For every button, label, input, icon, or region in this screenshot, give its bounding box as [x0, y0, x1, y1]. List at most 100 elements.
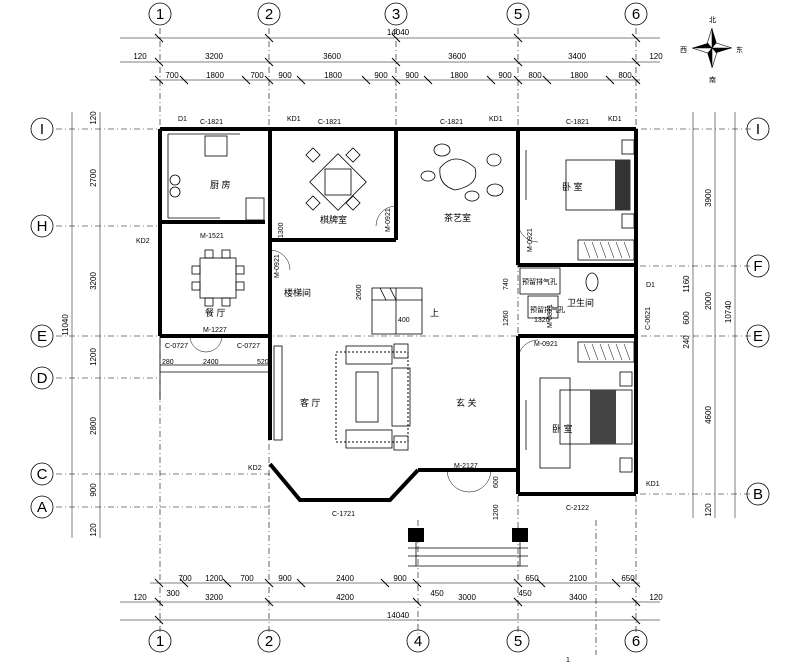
dim-top-fine: 800: [618, 71, 632, 80]
dim-bottom-mid: 3000: [458, 593, 476, 602]
axis-row-C-left: C: [30, 462, 54, 486]
window-label: C-1821: [566, 119, 589, 126]
dim-right-small: 1160: [682, 275, 691, 293]
dim-label: 520: [257, 359, 269, 366]
room-living: 客 厅: [300, 397, 321, 408]
axis-col-2-top: 2: [257, 2, 281, 26]
opening-labels: C-1821 C-1821 C-1821 C-1821 D1 KD1 KD1 K…: [136, 116, 660, 664]
dim-bottom-total: 14040: [387, 611, 410, 620]
room-dining: 餐 厅: [205, 307, 226, 318]
window-label: C-1821: [440, 119, 463, 126]
window-label: C-0727: [165, 343, 188, 350]
svg-text:1: 1: [156, 633, 164, 650]
axis-col-3-top: 3: [384, 2, 408, 26]
dim-left-fine: 900: [89, 483, 98, 497]
svg-text:E: E: [753, 328, 763, 345]
room-tea: 茶艺室: [444, 212, 471, 223]
dim-top-mid: 3200: [205, 52, 223, 61]
axis-row-E-right: E: [746, 324, 770, 348]
dim-bottom-mid: 3400: [569, 593, 587, 602]
axis-col-1-top: 1: [148, 2, 172, 26]
dim-top-fine: 1800: [324, 71, 342, 80]
room-kitchen: 厨 房: [210, 179, 231, 190]
door-label: M-1521: [200, 233, 224, 240]
room-bedroom-1: 卧 室: [562, 181, 583, 192]
dim-left-fine: 120: [89, 523, 98, 537]
door-label: M-0921: [274, 254, 281, 278]
door-label: M-0921: [385, 208, 392, 232]
dim-top-fine: 700: [165, 71, 179, 80]
door-label: M-2127: [454, 463, 478, 470]
dim-bottom-mid: 4200: [336, 593, 354, 602]
dim-bottom-fine: 2400: [336, 574, 354, 583]
svg-text:6: 6: [632, 6, 640, 23]
dim-left-fine: 1200: [89, 348, 98, 366]
walls: [158, 127, 638, 567]
dim-bottom-fine: 900: [278, 574, 292, 583]
axis-row-F-right: F: [746, 254, 770, 278]
dim-right-small: 600: [682, 311, 691, 325]
svg-text:3: 3: [392, 6, 400, 23]
axis-col-5-top: 5: [506, 2, 530, 26]
axis-row-H-left: H: [30, 214, 54, 238]
dim-bottom-mid: 120: [133, 593, 147, 602]
vent-label: 预留排气孔: [530, 305, 565, 314]
svg-text:E: E: [37, 328, 47, 345]
axis-bubbles: 1 2 3 5 6 1 2 4 5 6 I H E D C A I F E B: [30, 2, 770, 653]
axis-row-A-left: A: [30, 495, 54, 519]
window-label: C-2122: [566, 505, 589, 512]
dim-top-fine: 900: [374, 71, 388, 80]
dim-top-mid: 3600: [448, 52, 466, 61]
svg-text:6: 6: [632, 633, 640, 650]
axis-col-5-bottom: 5: [506, 629, 530, 653]
svg-text:1: 1: [156, 6, 164, 23]
svg-text:D: D: [37, 370, 48, 387]
dim-left-total: 11040: [61, 314, 70, 336]
axis-col-1-bottom: 1: [148, 629, 172, 653]
door-label: KD1: [287, 116, 301, 123]
svg-text:5: 5: [514, 633, 522, 650]
dim-top-fine: 900: [405, 71, 419, 80]
door-label: M-0821: [547, 304, 554, 328]
door-label: M-0921: [527, 228, 534, 252]
dim-top-fine: 900: [498, 71, 512, 80]
dim-left-fine: 2800: [89, 417, 98, 435]
dim-bottom-fine: 650: [525, 574, 539, 583]
window-label: C-1821: [200, 119, 223, 126]
room-stair: 楼梯间: [284, 287, 311, 298]
axis-row-E-left: E: [30, 324, 54, 348]
dim-top-mid: 3600: [323, 52, 341, 61]
dim-label: 2600: [356, 284, 363, 300]
door-label: KD1: [646, 481, 660, 488]
stair-up-label: 上: [430, 308, 439, 318]
svg-text:I: I: [756, 121, 760, 138]
room-bedroom-2: 卧 室: [552, 423, 573, 434]
window-label: C-0621: [645, 307, 652, 330]
dim-top-fine: 700: [250, 71, 264, 80]
compass-icon: 北 南 西 东: [680, 16, 743, 84]
svg-text:H: H: [37, 218, 48, 235]
svg-text:A: A: [37, 499, 47, 516]
page-number: 1: [566, 657, 570, 664]
compass-east: 东: [736, 45, 743, 54]
svg-text:C: C: [37, 466, 48, 483]
room-bath: 卫生间: [567, 297, 594, 308]
dim-bottom-fine: 650: [621, 574, 635, 583]
dim-top-total: 14040: [387, 28, 410, 37]
dim-top-mid: 120: [133, 52, 147, 61]
dim-top-fine: 1800: [570, 71, 588, 80]
svg-text:I: I: [40, 121, 44, 138]
svg-text:2: 2: [265, 633, 273, 650]
dim-left-fine: 3200: [89, 272, 98, 290]
dim-bottom-mid: 120: [649, 593, 663, 602]
window-label: C-0727: [237, 343, 260, 350]
dim-bottom-fine: 2100: [569, 574, 587, 583]
dim-label: 1200: [493, 504, 500, 520]
svg-text:4: 4: [414, 633, 422, 650]
door-label: M-0921: [534, 341, 558, 348]
dim-top-mid: 120: [649, 52, 663, 61]
dimension-text: 14040 120 3200 3600 3600 3400 120 700 18…: [61, 28, 733, 620]
compass-south: 南: [709, 75, 716, 84]
dim-right-total: 10740: [724, 300, 733, 323]
